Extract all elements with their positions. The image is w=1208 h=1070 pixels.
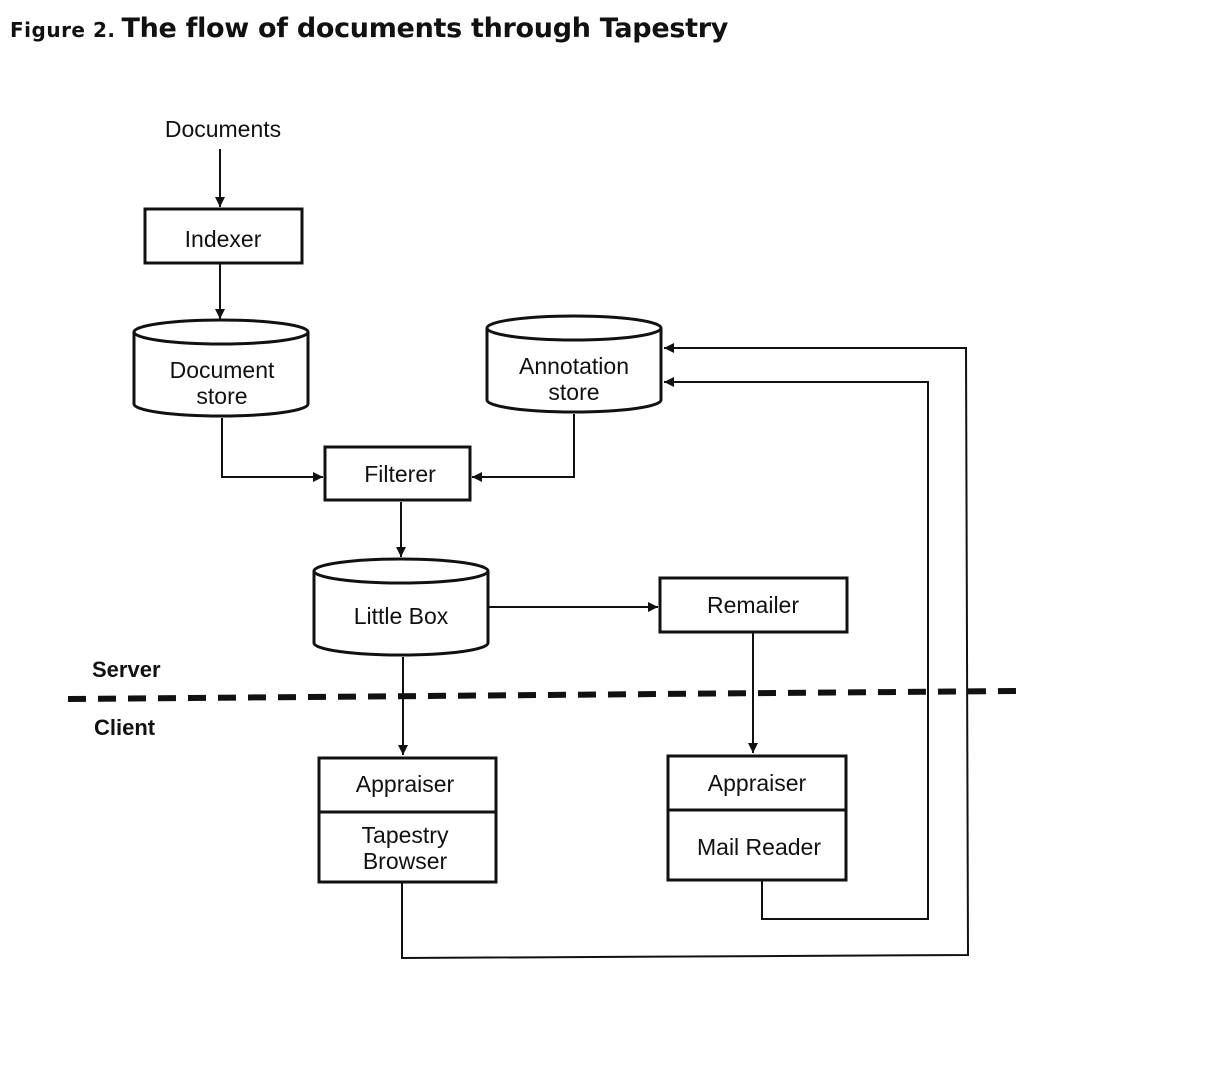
arrow-annotation-store-to-filterer [472,414,575,482]
filterer-box [323,445,472,502]
figure-caption: Figure 2.The flow of documents through T… [10,10,728,42]
mail-client-node: Appraiser Mail Reader [666,754,848,882]
server-client-divider [67,688,1017,702]
indexer-node: Indexer [143,207,304,265]
figure-label: Figure 2. [10,18,116,42]
little-box-label: Little Box [354,603,449,629]
documents-input-label: Documents [165,116,281,142]
little-box-node: Little Box [312,557,490,657]
remailer-label: Remailer [707,592,799,618]
server-zone-label: Server [92,657,161,682]
filterer-node: Filterer [323,445,472,502]
indexer-box [143,207,304,265]
tapestry-browser-label-line1: Tapestry [362,822,449,848]
annotation-store-node: Annotation store [485,314,663,414]
browser-client-node: Appraiser Tapestry Browser [317,756,498,884]
mail-appraiser-label: Appraiser [708,770,807,796]
mail-client-box [666,754,848,882]
tapestry-browser-label-line2: Browser [363,848,448,874]
browser-client-box [317,756,498,884]
document-store-cylinder-rim [132,331,310,346]
browser-appraiser-label: Appraiser [356,771,455,797]
remailer-node: Remailer [658,576,849,634]
mail-reader-label: Mail Reader [697,834,821,860]
arrow-mail-reader-to-annotation-store [664,377,929,920]
document-store-label-line2: store [196,383,247,409]
annotation-store-cylinder [485,314,663,414]
indexer-label: Indexer [185,226,262,252]
little-box-cylinder-rim [312,570,490,585]
document-store-cylinder [132,318,310,418]
document-store-node: Document store [132,318,310,418]
arrow-document-store-to-filterer [221,418,323,482]
filterer-label: Filterer [364,461,436,487]
client-zone-label: Client [94,715,156,740]
document-store-label-line1: Document [170,357,275,383]
remailer-box [658,576,849,634]
arrow-tapestry-browser-to-annotation-store [401,343,970,960]
little-box-cylinder [312,557,490,657]
annotation-store-label-line1: Annotation [519,353,629,379]
annotation-store-label-line2: store [548,379,599,405]
annotation-store-cylinder-rim [485,327,663,342]
figure-title: The flow of documents through Tapestry [121,13,729,44]
